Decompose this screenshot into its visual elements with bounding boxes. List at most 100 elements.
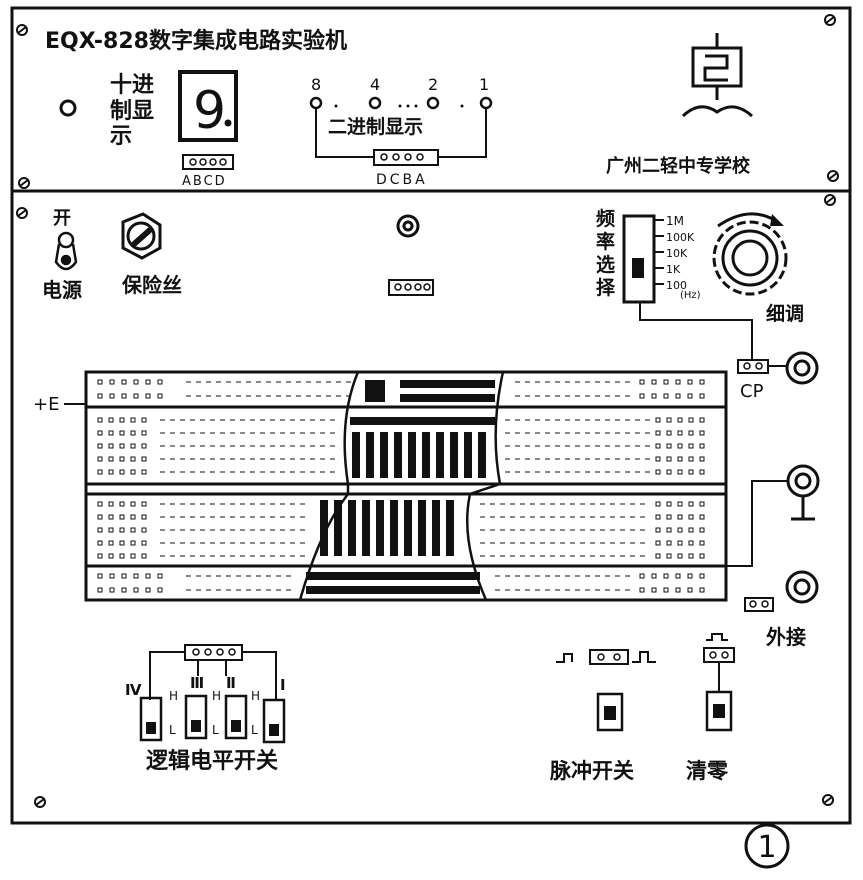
breadboard[interactable]: [84, 370, 728, 602]
breadboard-hole: [145, 393, 151, 399]
pulse-switch[interactable]: [596, 692, 624, 732]
pulse-switch-label: 脉冲开关: [549, 759, 634, 783]
external-connector-pins: [749, 600, 769, 608]
breadboard-hole: [677, 527, 683, 533]
pulse-connector[interactable]: [589, 649, 629, 665]
breadboard-hole: [97, 573, 103, 579]
breadboard-hole: [655, 553, 661, 559]
breadboard-hole: [119, 553, 125, 559]
breadboard-hole: [133, 587, 139, 593]
clear-switch[interactable]: [705, 690, 733, 732]
breadboard-hole: [666, 501, 672, 507]
breadboard-hole: [677, 514, 683, 520]
breadboard-hole: [655, 430, 661, 436]
breadboard-hole: [97, 553, 103, 559]
freq-selector-knob[interactable]: [632, 258, 644, 278]
decimal-connector[interactable]: [182, 154, 234, 170]
breadboard-hole: [651, 379, 657, 385]
clear-connector[interactable]: [703, 647, 735, 663]
breadboard-hole: [688, 501, 694, 507]
breadboard-hole: [699, 553, 705, 559]
power-on-label: 开: [53, 208, 71, 229]
clear-pulse-icon: [706, 633, 728, 641]
decimal-label-3: 示: [110, 124, 132, 149]
freq-label-3: 选: [596, 254, 615, 276]
breadboard-hole: [121, 587, 127, 593]
breadboard-hole: [677, 443, 683, 449]
binary-connector[interactable]: [373, 149, 439, 166]
breadboard-hole: [108, 540, 114, 546]
breadboard-hole: [108, 514, 114, 520]
power-toggle-switch[interactable]: [54, 231, 78, 271]
cp-label: CP: [740, 381, 764, 402]
breadboard-hole: [666, 540, 672, 546]
breadboard-holes: [97, 379, 705, 593]
seven-segment-digit: 9: [193, 81, 226, 141]
figure-number-circle: [744, 823, 790, 869]
fine-tune-knob-icon[interactable]: [712, 220, 788, 296]
breadboard-hole: [157, 587, 163, 593]
breadboard-hole: [157, 379, 163, 385]
center-knob-icon[interactable]: [396, 214, 420, 238]
breadboard-hole: [141, 417, 147, 423]
breadboard-hole: [141, 540, 147, 546]
breadboard-hole: [119, 417, 125, 423]
breadboard-hole: [639, 573, 645, 579]
breadboard-hole: [119, 469, 125, 475]
logic-level-label: 逻辑电平开关: [146, 748, 278, 774]
breadboard-hole: [97, 469, 103, 475]
breadboard-hole: [655, 417, 661, 423]
breadboard-hole: [157, 573, 163, 579]
logo-icon: [681, 33, 753, 118]
breadboard-hole: [699, 456, 705, 462]
breadboard-hole: [141, 469, 147, 475]
binary-connector-pins: [380, 153, 424, 161]
breadboard-hole: [130, 527, 136, 533]
cp-jack-icon[interactable]: [785, 351, 819, 385]
center-connector[interactable]: [388, 279, 434, 296]
breadboard-hole: [675, 573, 681, 579]
pulse-high-icon: [632, 651, 656, 663]
ground-symbol-icon: [791, 496, 815, 521]
breadboard-hole: [130, 501, 136, 507]
binary-weight-8: 8: [311, 75, 321, 94]
binary-led-icons: [309, 96, 493, 110]
breadboard-hole: [130, 553, 136, 559]
breadboard-hole: [130, 514, 136, 520]
logic-wiring: [149, 651, 277, 700]
breadboard-hole: [108, 527, 114, 533]
ground-jack-icon[interactable]: [786, 464, 820, 498]
breadboard-hole: [699, 501, 705, 507]
freq-1m: 1M: [666, 214, 684, 228]
screw-icons: [16, 14, 839, 808]
breadboard-hole: [677, 501, 683, 507]
breadboard-hole: [108, 469, 114, 475]
freq-wiring: [639, 302, 753, 360]
breadboard-hole: [655, 514, 661, 520]
binary-connector-label: DCBA: [376, 172, 428, 188]
freq-unit: (Hz): [680, 290, 701, 301]
breadboard-hole: [663, 393, 669, 399]
fuse-holder-icon[interactable]: [121, 212, 162, 260]
breadboard-hole: [130, 430, 136, 436]
rotate-arrowhead-icon: [770, 214, 784, 226]
breadboard-hole: [688, 417, 694, 423]
figure-number: 1: [757, 830, 776, 865]
breadboard-hole: [141, 501, 147, 507]
binary-dots: [334, 104, 464, 108]
external-jack-icon[interactable]: [785, 570, 819, 604]
cp-connector[interactable]: [737, 359, 769, 374]
logic-switch-2-label: Ⅱ: [226, 674, 236, 692]
external-connector[interactable]: [744, 597, 774, 612]
breadboard-hole: [109, 393, 115, 399]
clear-switch-button: [713, 704, 725, 718]
breadboard-hole: [121, 393, 127, 399]
logic-switch-bodies[interactable]: [139, 694, 286, 744]
breadboard-hole: [699, 430, 705, 436]
breadboard-hole: [677, 456, 683, 462]
breadboard-hole: [677, 430, 683, 436]
breadboard-hole: [108, 443, 114, 449]
breadboard-hole: [157, 393, 163, 399]
breadboard-hole: [687, 587, 693, 593]
breadboard-hole: [97, 456, 103, 462]
